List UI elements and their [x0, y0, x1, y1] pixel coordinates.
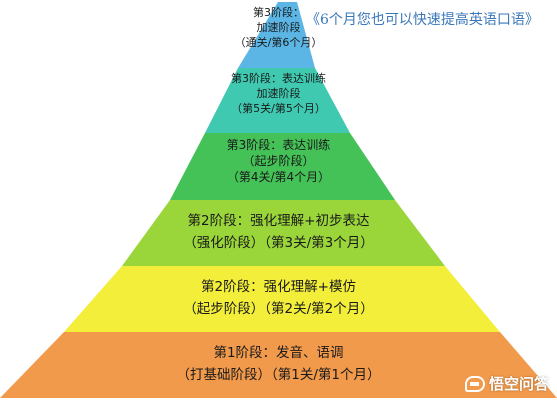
tier-2-band	[64, 266, 500, 332]
tier-4-band	[170, 133, 395, 200]
tier-6-line-3: （通关/第6个月）	[234, 35, 323, 49]
tier-3-band	[122, 200, 445, 266]
tier-1-band	[0, 332, 557, 398]
tier-4-line-1: 第3阶段：表达训练	[226, 138, 331, 152]
watermark: 悟空问答	[464, 373, 549, 394]
tier-5-band	[205, 68, 350, 133]
tier-5-line-1: 第3阶段：表达训练	[231, 72, 326, 85]
tier-3-line-2: （强化阶段）（第3关/第3个月）	[183, 235, 374, 252]
tier-4-line-3: （第4关/第4个月）	[226, 170, 331, 185]
tier-2-line-1: 第2阶段：强化理解+模仿	[201, 279, 356, 295]
tier-3-line-1: 第2阶段：强化理解+初步表达	[187, 213, 370, 229]
tier-5-label: 第3阶段：表达训练 加速阶段 （第5关/第5个月）	[0, 72, 557, 117]
tier-6-line-1: 第3阶段：	[253, 6, 304, 19]
tier-4-line-2: （起步阶段）	[242, 154, 315, 169]
tier-1-line-1: 第1阶段：发音、语调	[213, 345, 344, 361]
tier-4-label: 第3阶段：表达训练 （起步阶段） （第4关/第4个月）	[0, 137, 557, 186]
caption-title: 《6个月您也可以快速提高英语口语》	[306, 12, 539, 28]
tier-6-line-2: 加速阶段	[256, 20, 301, 34]
tier-2-label: 第2阶段：强化理解+模仿 （起步阶段）（第2关/第2个月）	[0, 276, 557, 321]
tier-6-label: 第3阶段： 加速阶段 （通关/第6个月）	[0, 6, 557, 51]
tier-1-line-2: （打基础阶段）（第1关/第1个月）	[176, 367, 381, 384]
tier-3-label: 第2阶段：强化理解+初步表达 （强化阶段）（第3关/第3个月）	[0, 210, 557, 255]
chat-bubble-icon	[464, 375, 485, 392]
tier-2-line-2: （起步阶段）（第2关/第2个月）	[183, 301, 374, 318]
tier-1-label: 第1阶段：发音、语调 （打基础阶段）（第1关/第1个月）	[0, 342, 557, 387]
watermark-text: 悟空问答	[488, 375, 549, 393]
tier-5-line-3: （第5关/第5个月）	[231, 101, 326, 115]
tier-5-line-2: 加速阶段	[256, 86, 301, 100]
tier-6-band	[238, 2, 315, 68]
